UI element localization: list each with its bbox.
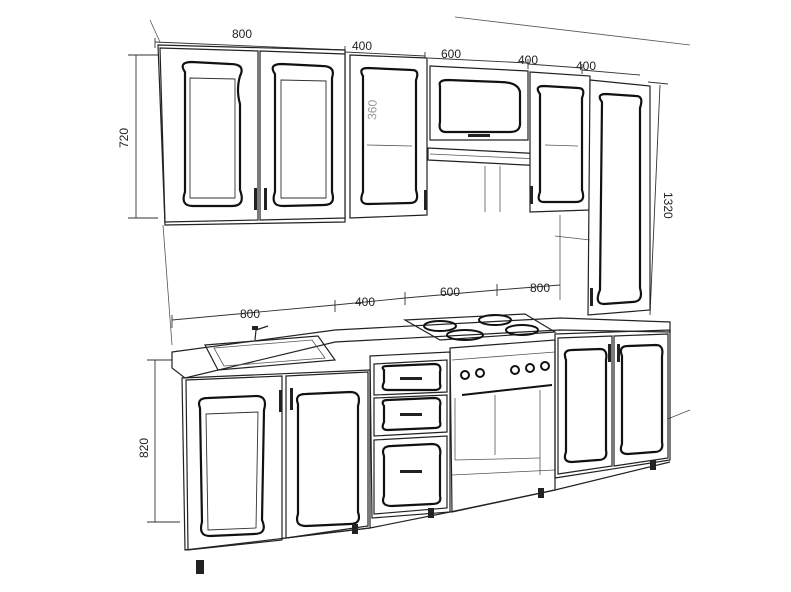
dim-top-3: 600 <box>441 47 461 61</box>
worktop <box>171 313 671 379</box>
knob-icon <box>460 370 470 380</box>
dim-top-5: 400 <box>576 59 596 73</box>
height-dimension-lines <box>128 54 669 523</box>
handle-icon <box>400 377 422 380</box>
handle-icon <box>468 134 490 137</box>
dim-bottom-2: 400 <box>355 295 375 309</box>
handle-icon <box>264 188 267 210</box>
hood-cabinet <box>429 65 529 141</box>
lower-door-2 <box>285 371 369 539</box>
tall-cabinet-door <box>587 79 651 316</box>
upper-glass-door <box>349 54 428 219</box>
leg-icon <box>538 488 544 498</box>
burner-icon <box>478 314 512 326</box>
dim-top-2: 400 <box>352 39 372 53</box>
sink <box>204 335 337 371</box>
handle-icon <box>590 288 593 306</box>
upper-door-1 <box>159 47 259 223</box>
handle-icon <box>279 390 282 412</box>
leg-icon <box>352 524 358 534</box>
drawer-3 <box>373 435 448 515</box>
dimension-labels: 800 400 600 400 400 720 820 1320 800 400… <box>117 27 675 458</box>
burner-icon <box>446 329 484 341</box>
handle-icon <box>608 344 611 362</box>
range-hood <box>427 147 546 167</box>
dim-bottom-3: 600 <box>440 285 460 299</box>
knob-icon <box>540 361 550 371</box>
leg-icon <box>196 560 204 574</box>
handle-icon <box>290 388 293 410</box>
knob-icon <box>525 363 535 373</box>
oven <box>449 339 556 513</box>
dim-tall-height: 1320 <box>661 192 675 219</box>
handle-icon <box>617 344 620 362</box>
knob-icon <box>510 365 520 375</box>
lower-cabinets <box>181 329 671 574</box>
lower-door-4 <box>613 333 669 467</box>
leg-icon <box>650 460 656 470</box>
bottom-dimension-lines <box>171 284 561 328</box>
dim-bottom-4: 800 <box>530 281 550 295</box>
dim-bottom-1: 800 <box>240 307 260 321</box>
upper-cabinets: 360 <box>157 44 651 316</box>
dim-upper-height: 720 <box>117 128 131 148</box>
leg-icon <box>428 508 434 518</box>
oven-handle <box>461 384 553 396</box>
burner-icon <box>505 324 539 336</box>
handle-icon <box>530 186 533 204</box>
handle-icon <box>254 188 257 210</box>
dim-top-4: 400 <box>518 53 538 67</box>
handle-icon <box>400 470 422 473</box>
handle-icon <box>400 413 422 416</box>
dim-top-1: 800 <box>232 27 252 41</box>
room-lines <box>149 16 691 421</box>
knob-icon <box>475 368 485 378</box>
inner-label: 360 <box>365 99 380 120</box>
handle-icon <box>424 190 427 210</box>
dim-lower-height: 820 <box>137 438 151 458</box>
lower-door-3 <box>557 335 613 475</box>
burner-icon <box>423 320 457 332</box>
